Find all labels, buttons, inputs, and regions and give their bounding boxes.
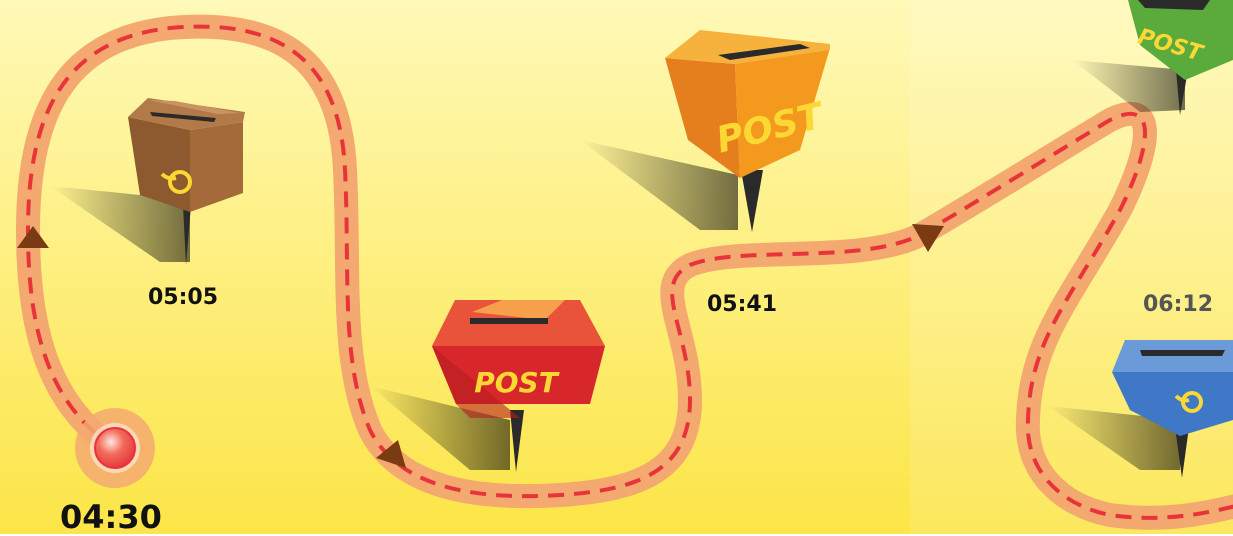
red-post-label: POST (474, 366, 559, 399)
time-label-orange: 05:41 (707, 292, 777, 317)
time-label-blue: 06:12 (1143, 292, 1213, 317)
start-marker (75, 408, 155, 488)
time-label-brown: 05:05 (148, 285, 218, 310)
time-label-start: 04:30 (60, 498, 162, 536)
